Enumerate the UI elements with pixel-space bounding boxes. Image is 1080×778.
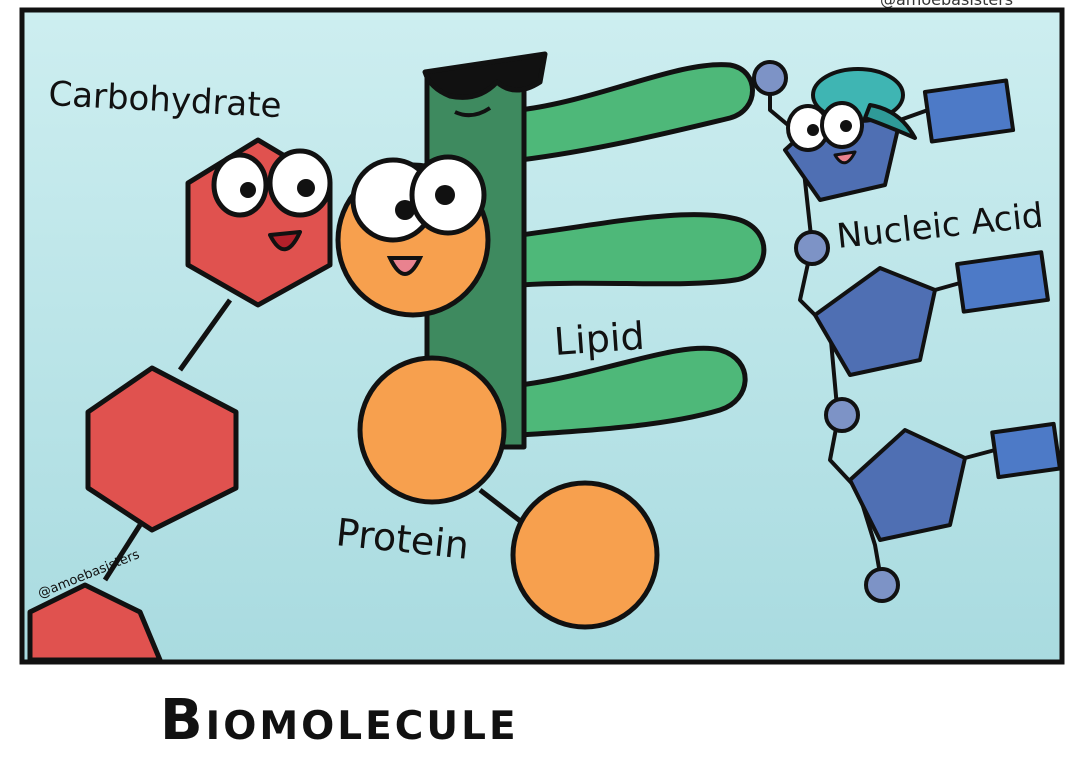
base-link-1 <box>899 108 929 122</box>
footer-title: Biomolecule <box>160 688 519 753</box>
top-watermark: @amoebasisters <box>880 0 1013 9</box>
lipid-sunglasses <box>422 51 548 100</box>
carb-link-1 <box>177 298 233 372</box>
lipid-tail-top <box>517 62 755 163</box>
protein-chain <box>335 154 660 630</box>
nucleotide-2 <box>813 266 937 377</box>
nucleic-pupil-left <box>807 124 819 136</box>
protein-tongue <box>386 256 424 276</box>
base-1 <box>922 78 1016 144</box>
carb-pupil-left <box>240 182 256 198</box>
lipid-tail-bottom <box>517 345 748 438</box>
base-3 <box>990 421 1062 480</box>
protein-pupil-right <box>435 185 455 205</box>
lipid-smile <box>454 106 492 118</box>
nucleic-acid-chain <box>752 60 1062 603</box>
protein-pupil-left <box>395 200 415 220</box>
carbohydrate-chain <box>27 137 333 663</box>
nucleic-pupil-right <box>840 120 852 132</box>
label-lipid: Lipid <box>553 314 646 364</box>
base-link-2 <box>934 281 961 292</box>
protein-bead-middle <box>357 355 507 505</box>
protein-bead-bottom <box>510 480 660 630</box>
lipid-tail-middle <box>517 212 767 288</box>
base-link-3 <box>964 448 996 460</box>
nucleotide-3 <box>848 428 967 542</box>
base-2 <box>955 250 1050 314</box>
nucleic-cap-brim <box>863 103 917 140</box>
carb-pupil-right <box>297 179 315 197</box>
phosphate-3 <box>824 397 860 433</box>
carb-eye-left <box>211 152 269 218</box>
carb-ring-middle <box>85 365 239 533</box>
carb-link-2 <box>102 523 143 582</box>
carb-mouth <box>268 230 302 252</box>
carb-ring-bottom <box>27 582 163 663</box>
phosphate-4 <box>864 567 900 603</box>
phosphate-2 <box>794 230 830 266</box>
nucleic-mouth <box>833 150 857 165</box>
phosphate-1 <box>752 60 788 96</box>
